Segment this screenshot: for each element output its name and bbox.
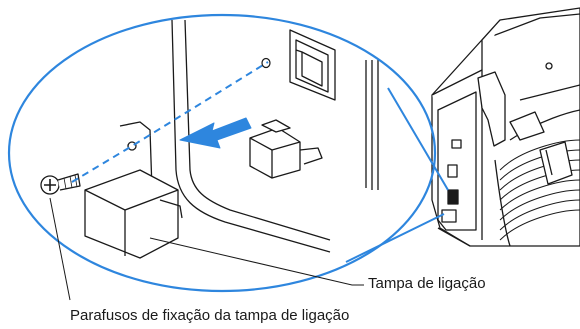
zoom-circle (7, 13, 437, 293)
zoom-connector-line (387, 87, 449, 191)
cover-screws-label: Parafusos de fixação da tampa de ligação (70, 307, 350, 324)
zoom-connector-line (345, 213, 445, 263)
connection-cover-label: Tampa de ligação (368, 275, 486, 292)
zoom-detail (40, 19, 379, 259)
screw-leader-line (49, 197, 71, 301)
cover-leader-line (149, 237, 364, 286)
screw-icon (40, 173, 81, 195)
remove-arrow (179, 117, 252, 149)
plotter-machine (431, 7, 580, 247)
